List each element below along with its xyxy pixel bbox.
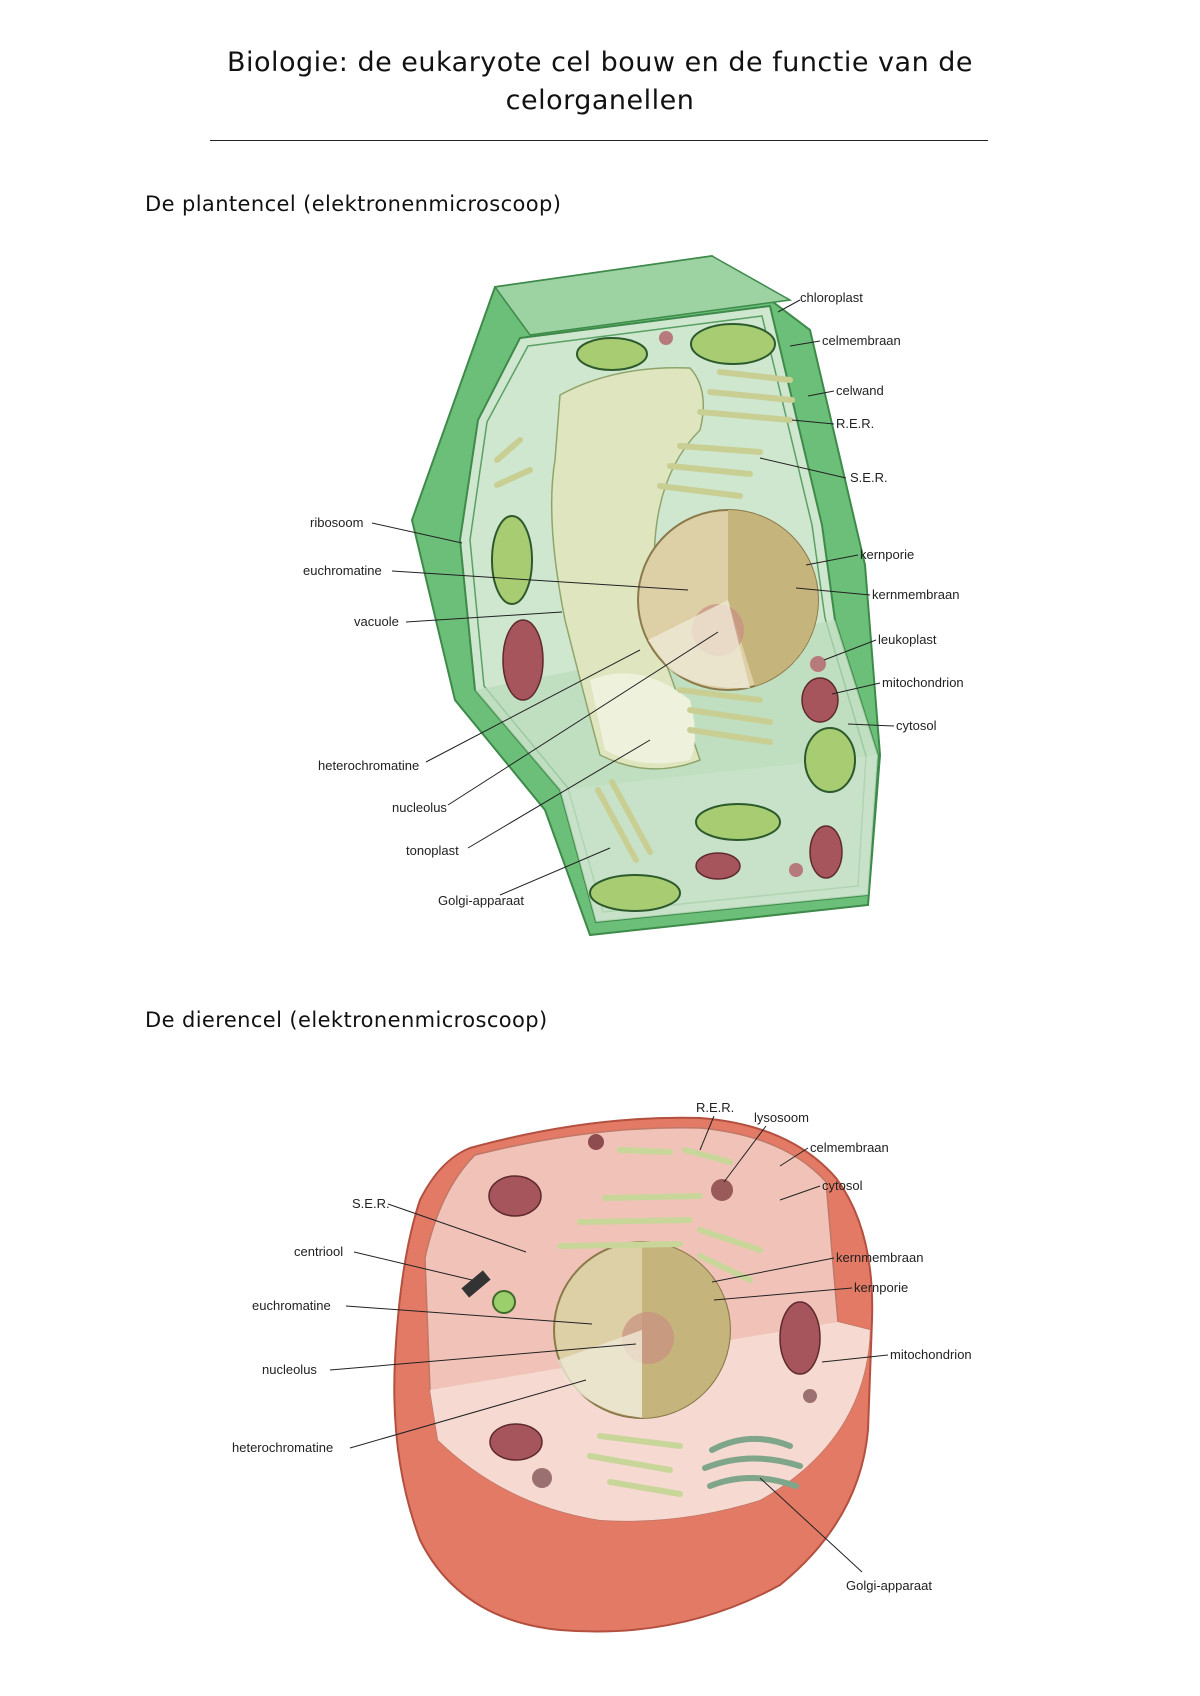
golgi-shape xyxy=(702,1435,803,1489)
title-divider xyxy=(210,140,988,141)
label-kernmembraan: kernmembraan xyxy=(872,587,959,602)
label-kernmembraan: kernmembraan xyxy=(836,1250,923,1265)
label-ribosoom: ribosoom xyxy=(310,515,363,530)
title-line-2: celorganellen xyxy=(505,85,695,116)
plant-er xyxy=(494,369,795,863)
title-line-1: Biologie: de eukaryote cel bouw en de fu… xyxy=(226,47,974,78)
centriole-shapes xyxy=(461,1270,516,1314)
label-heterochromatine: heterochromatine xyxy=(232,1440,333,1455)
label-ser: S.E.R. xyxy=(352,1196,390,1211)
chloroplast-shapes xyxy=(491,323,856,912)
label-mitochondrion: mitochondrion xyxy=(882,675,964,690)
animal-labels: R.E.R. lysosoom celmembraan cytosol S.E.… xyxy=(232,1100,972,1593)
label-golgi: Golgi-apparaat xyxy=(846,1578,932,1593)
label-euchromatine: euchromatine xyxy=(303,563,382,578)
label-chloroplast: chloroplast xyxy=(800,290,863,305)
plant-cell-heading: De plantencel (elektronenmicroscoop) xyxy=(145,192,562,216)
label-golgi: Golgi-apparaat xyxy=(438,893,524,908)
page-title: Biologie: de eukaryote cel bouw en de fu… xyxy=(210,44,990,120)
plant-nucleus xyxy=(637,509,819,691)
lysosome-shape xyxy=(711,1179,733,1201)
animal-er xyxy=(557,1147,763,1497)
label-kernporie: kernporie xyxy=(854,1280,908,1295)
label-cytosol: cytosol xyxy=(896,718,937,733)
label-celmembraan: celmembraan xyxy=(810,1140,889,1155)
label-lysosoom: lysosoom xyxy=(754,1110,809,1125)
label-celwand: celwand xyxy=(836,383,884,398)
label-euchromatine: euchromatine xyxy=(252,1298,331,1313)
label-mitochondrion: mitochondrion xyxy=(890,1347,972,1362)
plant-cell-diagram: chloroplast celmembraan celwand R.E.R. S… xyxy=(303,254,964,937)
plant-labels: chloroplast celmembraan celwand R.E.R. S… xyxy=(303,290,964,908)
animal-nucleus xyxy=(553,1241,731,1419)
animal-mitochondria xyxy=(488,1134,821,1488)
plant-mitochondria xyxy=(502,331,843,880)
label-celmembraan: celmembraan xyxy=(822,333,901,348)
label-nucleolus: nucleolus xyxy=(262,1362,317,1377)
label-leukoplast: leukoplast xyxy=(878,632,937,647)
label-rer: R.E.R. xyxy=(696,1100,734,1115)
label-centriool: centriool xyxy=(294,1244,343,1259)
label-ser: S.E.R. xyxy=(850,470,888,485)
label-cytosol: cytosol xyxy=(822,1178,863,1193)
label-rer: R.E.R. xyxy=(836,416,874,431)
label-nucleolus: nucleolus xyxy=(392,800,447,815)
label-vacuole: vacuole xyxy=(354,614,399,629)
animal-cell-heading: De dierencel (elektronenmicroscoop) xyxy=(145,1008,548,1032)
label-kernporie: kernporie xyxy=(860,547,914,562)
animal-cell-diagram: R.E.R. lysosoom celmembraan cytosol S.E.… xyxy=(232,1100,972,1633)
label-tonoplast: tonoplast xyxy=(406,843,459,858)
label-heterochromatine: heterochromatine xyxy=(318,758,419,773)
